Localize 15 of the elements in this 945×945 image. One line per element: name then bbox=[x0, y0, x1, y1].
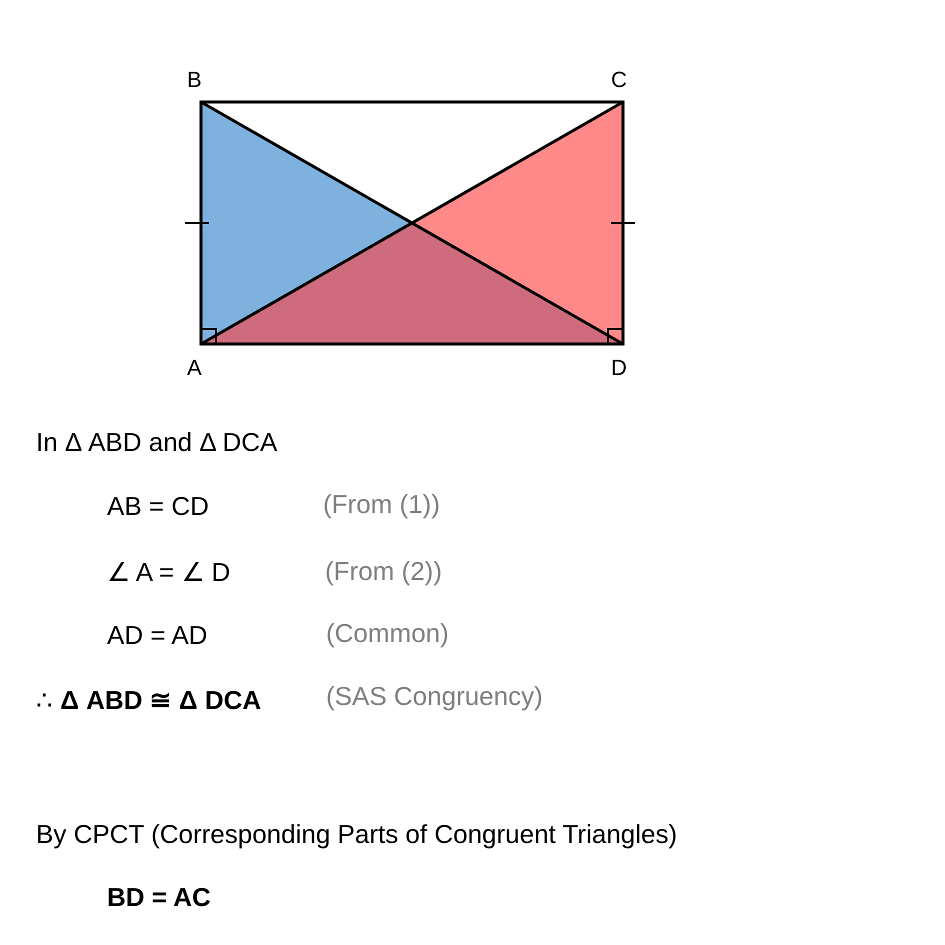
reason-note: (SAS Congruency) bbox=[326, 680, 543, 712]
vertex-label: D bbox=[611, 354, 627, 382]
proof-line: In Δ ABD and Δ DCA bbox=[36, 426, 278, 458]
vertex-label: A bbox=[187, 354, 202, 382]
vertex-label: B bbox=[187, 66, 202, 94]
reason-note: (From (2)) bbox=[325, 555, 442, 588]
proof-line: ∠ A = ∠ D bbox=[107, 556, 230, 588]
proof-line: BD = AC bbox=[107, 881, 211, 914]
reason-note: (From (1)) bbox=[323, 488, 440, 520]
proof-line: ∴ Δ ABD ≅ Δ DCA bbox=[36, 684, 262, 716]
reason-note: (Common) bbox=[326, 617, 449, 650]
vertex-label: C bbox=[611, 66, 627, 94]
proof-line: By CPCT (Corresponding Parts of Congruent Triangles) bbox=[36, 818, 678, 850]
proof-line: AB = CD bbox=[107, 490, 209, 522]
proof-line: AD = AD bbox=[107, 619, 208, 652]
